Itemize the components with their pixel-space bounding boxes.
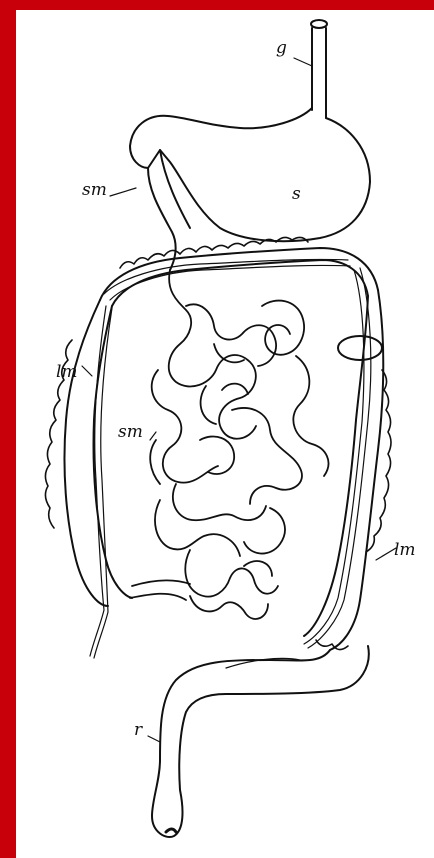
- descending-colon: [304, 268, 391, 650]
- label-small-intestine-middle: sm: [118, 424, 143, 441]
- transverse-colon: [100, 237, 378, 306]
- small-intestine-coils: [130, 270, 328, 619]
- label-large-intestine-right: lm: [394, 542, 416, 559]
- label-leaders: [82, 58, 396, 742]
- label-gullet: g: [276, 40, 287, 57]
- label-large-intestine-left: lm: [56, 364, 78, 381]
- rectum: [152, 646, 369, 837]
- gullet: [311, 20, 327, 118]
- label-rectum: r: [134, 722, 142, 739]
- label-stomach: s: [292, 186, 301, 203]
- label-small-intestine-top: sm: [82, 182, 107, 199]
- ascending-colon: [45, 300, 132, 658]
